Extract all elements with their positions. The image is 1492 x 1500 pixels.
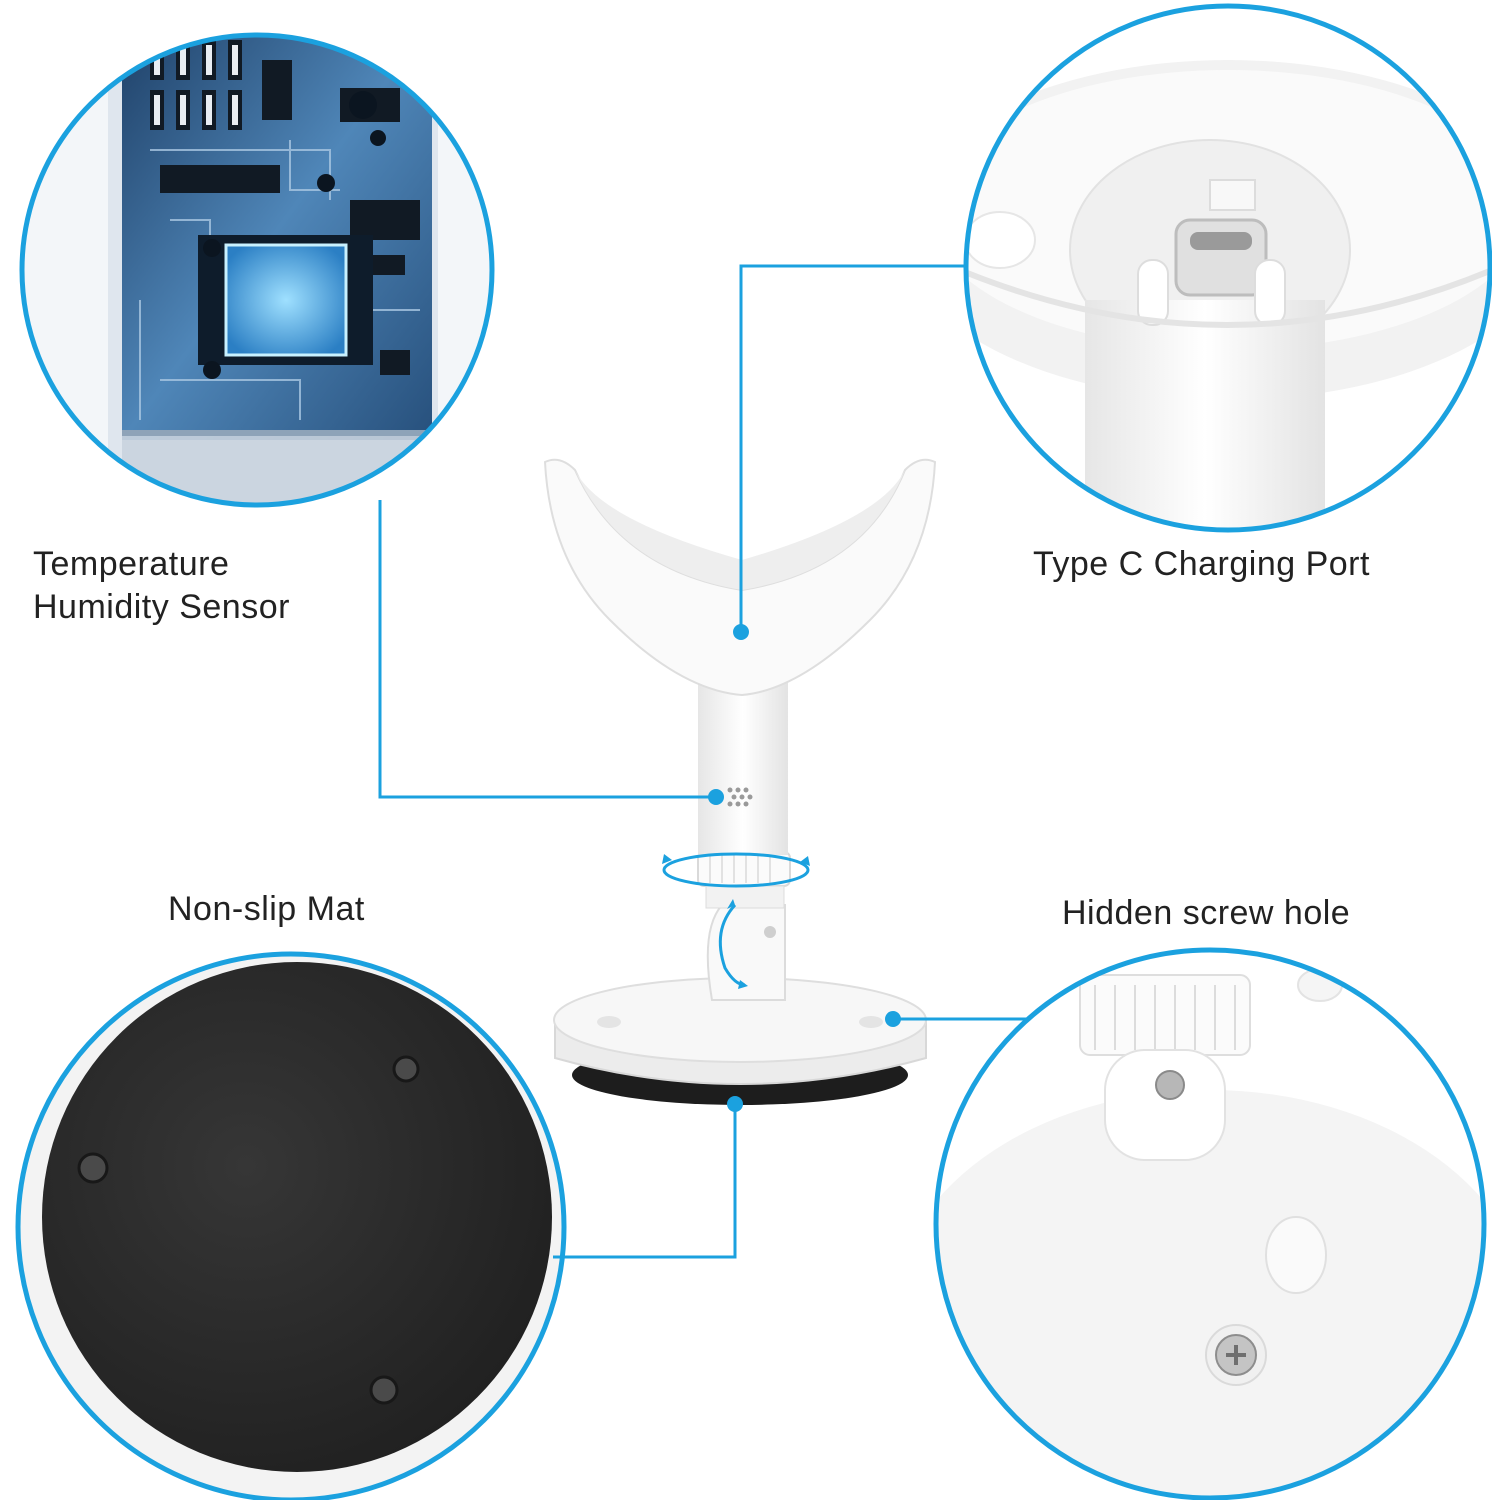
closeup-frame-sensor bbox=[19, 32, 495, 508]
mount-stand-product bbox=[543, 458, 937, 1105]
temperature-label-line2: Humidity Sensor bbox=[33, 588, 290, 626]
callout-line-sensor bbox=[378, 500, 716, 799]
closeup-frame-type-c bbox=[963, 3, 1492, 533]
circuit-board-closeup bbox=[22, 35, 492, 505]
temperature-label-line1: Temperature bbox=[33, 545, 230, 583]
closeup-frame-mat bbox=[15, 951, 567, 1500]
callout-dot-sensor bbox=[708, 789, 724, 805]
hidden-screw-hole-label: Hidden screw hole bbox=[1062, 894, 1351, 932]
callout-line-mat bbox=[553, 1104, 737, 1259]
non-slip-mat-closeup bbox=[18, 954, 564, 1500]
callout-dot-type-c bbox=[733, 624, 749, 640]
screw-hole-closeup bbox=[936, 950, 1484, 1498]
non-slip-mat-label: Non-slip Mat bbox=[168, 890, 365, 928]
callout-dot-mat bbox=[727, 1096, 743, 1112]
callout-dot-screw bbox=[885, 1011, 901, 1027]
temperature-humidity-sensor-label: Temperature Humidity Sensor bbox=[33, 543, 290, 629]
type-c-port-closeup bbox=[966, 6, 1490, 530]
callout-lines bbox=[378, 264, 1030, 1259]
closeup-frame-screw bbox=[933, 947, 1487, 1500]
type-c-charging-port-label: Type C Charging Port bbox=[1033, 545, 1370, 583]
callout-line-type-c bbox=[739, 264, 966, 632]
